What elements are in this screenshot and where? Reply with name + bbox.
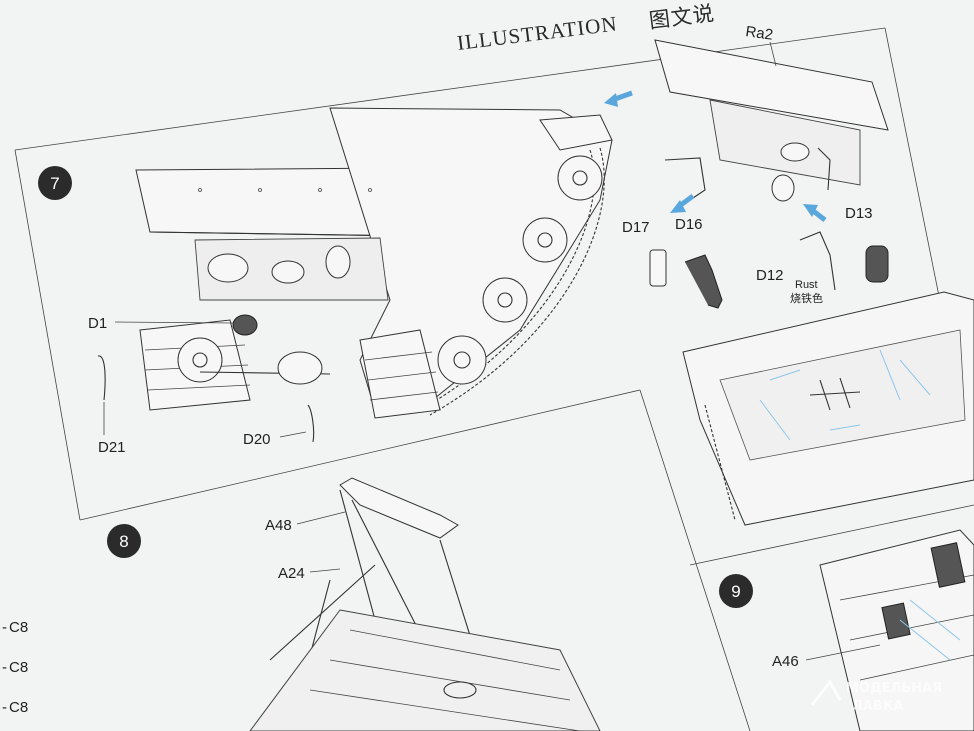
color-note-cn: 烧铁色	[790, 291, 823, 305]
color-note-en: Rust	[795, 279, 818, 291]
divider-7-8	[79, 389, 641, 521]
label-a46: A46	[772, 653, 799, 670]
label-ra2: Ra2	[744, 23, 774, 44]
step9-badge: 9	[719, 574, 753, 608]
label-d12: D12	[756, 267, 784, 284]
ra2-subassembly: Ra2	[604, 23, 889, 222]
step9-number: 9	[731, 582, 740, 601]
label-d1: D1	[88, 315, 107, 332]
ref-c8-3-text: C8	[9, 699, 28, 716]
step9-illustration: A46	[772, 529, 974, 731]
label-d17: D17	[622, 219, 650, 236]
watermark-line1: МОДЕЛЬНАЯ	[846, 681, 942, 696]
divider-9-top	[689, 504, 974, 566]
step7-parts-row: D17 D16 D13 D12 Rust 烧铁色	[622, 205, 889, 309]
label-a24: A24	[278, 565, 305, 582]
detail-inset	[682, 291, 974, 526]
step8-number: 8	[119, 532, 128, 551]
step8-illustration: A48 A24	[249, 477, 601, 731]
svg-text:-: -	[2, 659, 7, 676]
step7-callouts-left: D1 D21 D20	[88, 315, 315, 456]
watermark-line2: ЛАВКА	[852, 699, 903, 714]
ref-c8-1: -	[2, 619, 7, 636]
header-rule	[14, 27, 886, 151]
label-d13: D13	[845, 205, 873, 222]
svg-text:-: -	[2, 699, 7, 716]
step8-badge: 8	[107, 524, 141, 558]
label-a48: A48	[265, 517, 292, 534]
step7-number: 7	[50, 174, 59, 193]
label-d20: D20	[243, 431, 271, 448]
label-d21: D21	[98, 439, 126, 456]
chassis-illustration	[135, 107, 613, 419]
divider-8-9	[639, 389, 751, 731]
label-d16: D16	[675, 216, 703, 233]
watermark-logo: МОДЕЛЬНАЯ ЛАВКА	[810, 679, 942, 714]
step7-badge: 7	[38, 166, 72, 200]
left-page-refs: - C8 - C8 - C8	[2, 619, 28, 716]
frame-left	[14, 149, 81, 521]
ref-c8-2-text: C8	[9, 659, 28, 676]
ref-c8-1-text: C8	[9, 619, 28, 636]
